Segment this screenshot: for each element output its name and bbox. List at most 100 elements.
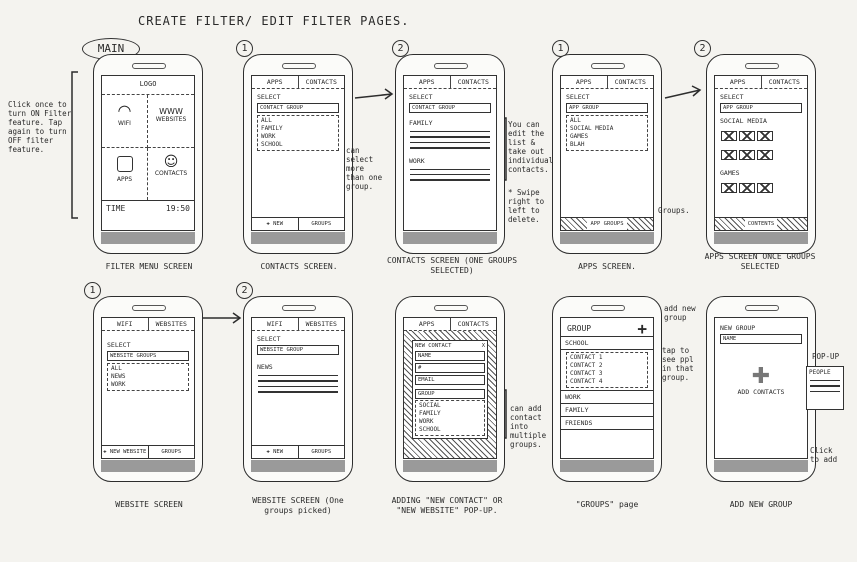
new-website-button[interactable]: ✚ NEW WEBSITE (103, 449, 147, 455)
app-icon[interactable] (757, 183, 773, 193)
tab-apps[interactable]: APPS (729, 78, 746, 86)
app-icon[interactable] (739, 150, 755, 160)
email-field[interactable]: EMAIL (415, 375, 485, 385)
nav-bar (714, 460, 808, 472)
select-label: SELECT (107, 341, 131, 349)
phone-main: LOGO ◠ WIFI WWW WEBSITES APPS ☺ CONTACTS… (93, 54, 203, 254)
tab-contacts[interactable]: CONTACTS (606, 76, 654, 88)
person-line (810, 380, 840, 382)
time-label: TIME (106, 204, 126, 213)
app-icon[interactable] (721, 183, 737, 193)
group-dropdown[interactable]: GROUP (415, 389, 485, 399)
contact-line[interactable] (410, 147, 490, 149)
website-group-dropdown[interactable]: WEBSITE GROUP (257, 345, 339, 355)
contents-footer[interactable]: CONTENTS (715, 217, 807, 230)
contact-line[interactable] (410, 136, 490, 138)
groups-button[interactable]: GROUPS (147, 446, 195, 458)
caption-popup: ADDING "NEW CONTACT" OR "NEW WEBSITE" PO… (391, 496, 503, 515)
tab-apps[interactable]: APPS (266, 78, 283, 86)
name-field[interactable]: NAME (415, 351, 485, 361)
add-group-screen: NEW GROUP NAME ✚ ADD CONTACTS (714, 317, 808, 459)
tab-wifi[interactable]: WIFI (116, 320, 133, 328)
list-item[interactable]: WORK (261, 133, 276, 140)
website-line[interactable] (258, 375, 338, 377)
contact-line[interactable] (410, 168, 490, 170)
contact-line[interactable] (410, 141, 490, 144)
speaker (591, 63, 625, 69)
tab-websites[interactable]: WEBSITES (297, 318, 345, 330)
tab-contacts[interactable]: CONTACTS (449, 318, 497, 330)
list-item[interactable]: FAMILY (261, 125, 283, 132)
list-item[interactable]: FAMILY (419, 410, 441, 417)
select-label: SELECT (566, 93, 590, 101)
list-item[interactable]: CONTACT 1 (570, 354, 603, 361)
list-item[interactable]: CONTACT 4 (570, 378, 603, 385)
number-field[interactable]: # (415, 363, 485, 373)
school-row[interactable]: SCHOOL (561, 337, 653, 350)
group-row[interactable]: FRIENDS (561, 417, 653, 430)
website-group-dropdown[interactable]: WEBSITE GROUPS (107, 351, 189, 361)
new-button[interactable]: ✚ NEW (266, 221, 284, 227)
list-item[interactable]: WORK (419, 418, 434, 425)
list-item[interactable]: ALL (111, 365, 122, 372)
website-line[interactable] (258, 385, 338, 388)
speaker (132, 305, 166, 311)
app-icon[interactable] (739, 131, 755, 141)
tab-contacts[interactable]: CONTACTS (449, 76, 497, 88)
website-line[interactable] (258, 391, 338, 393)
contacts-tile[interactable]: ☺ CONTACTS (148, 148, 194, 200)
step-number: 1 (236, 40, 253, 57)
app-icon[interactable] (721, 150, 737, 160)
tab-apps[interactable]: APPS (575, 78, 592, 86)
app-icon[interactable] (757, 131, 773, 141)
app-group-dropdown[interactable]: APP GROUP (566, 103, 648, 113)
apps-tile[interactable]: APPS (102, 148, 148, 200)
list-item[interactable]: GAMES (570, 133, 589, 140)
add-contacts-button[interactable]: ✚ ADD CONTACTS (715, 366, 807, 397)
tab-bar: APPS CONTACTS (561, 76, 653, 89)
list-item[interactable]: SCHOOL (419, 426, 441, 433)
groups-button[interactable]: GROUPS (297, 446, 345, 458)
list-item[interactable]: WORK (111, 381, 126, 388)
list-item[interactable]: NEWS (111, 373, 126, 380)
tab-contacts[interactable]: CONTACTS (760, 76, 808, 88)
close-icon[interactable]: X (481, 343, 485, 349)
list-item[interactable]: ALL (570, 117, 581, 124)
app-icon[interactable] (721, 131, 737, 141)
tab-websites[interactable]: WEBSITES (147, 318, 195, 330)
caption-contacts-selected: CONTACTS SCREEN (ONE GROUPS SELECTED) (386, 256, 518, 275)
tab-contacts[interactable]: CONTACTS (297, 76, 345, 88)
wifi-tile[interactable]: ◠ WIFI (102, 95, 148, 148)
app-groups-footer[interactable]: APP GROUPS (561, 217, 653, 230)
group-dropdown[interactable]: CONTACT GROUP (257, 103, 339, 113)
tab-apps[interactable]: APPS (418, 320, 435, 328)
website-line[interactable] (258, 380, 338, 382)
group-row[interactable]: FAMILY (561, 404, 653, 417)
contact-line[interactable] (410, 173, 490, 176)
group-dropdown[interactable]: CONTACT GROUP (409, 103, 491, 113)
app-icon[interactable] (757, 150, 773, 160)
websites-tile[interactable]: WWW WEBSITES (148, 95, 194, 148)
app-group-dropdown[interactable]: APP GROUP (720, 103, 802, 113)
contact-line[interactable] (410, 131, 490, 133)
groups-button[interactable]: GROUPS (297, 218, 345, 230)
tab-wifi[interactable]: WIFI (266, 320, 283, 328)
list-item[interactable]: CONTACT 3 (570, 370, 603, 377)
list-item[interactable]: ALL (261, 117, 272, 124)
add-group-button[interactable]: + (637, 319, 647, 338)
list-item[interactable]: BLAH (570, 141, 585, 148)
list-item[interactable]: SOCIAL (419, 402, 441, 409)
website-selected-screen: WIFI WEBSITES SELECT WEBSITE GROUP NEWS … (251, 317, 345, 459)
list-item[interactable]: SOCIAL MEDIA (570, 125, 614, 132)
tab-apps[interactable]: APPS (418, 78, 435, 86)
groups-header: GROUP (567, 324, 592, 333)
contact-line[interactable] (410, 179, 490, 181)
step-number: 2 (694, 40, 711, 57)
group-name-field[interactable]: NAME (720, 334, 802, 344)
list-item[interactable]: SCHOOL (261, 141, 283, 148)
new-button[interactable]: ✚ NEW (266, 449, 284, 455)
app-icon[interactable] (739, 183, 755, 193)
group-row[interactable]: WORK (561, 390, 653, 404)
list-item[interactable]: CONTACT 2 (570, 362, 603, 369)
apps-selected-screen: APPS CONTACTS SELECT APP GROUP SOCIAL ME… (714, 75, 808, 231)
